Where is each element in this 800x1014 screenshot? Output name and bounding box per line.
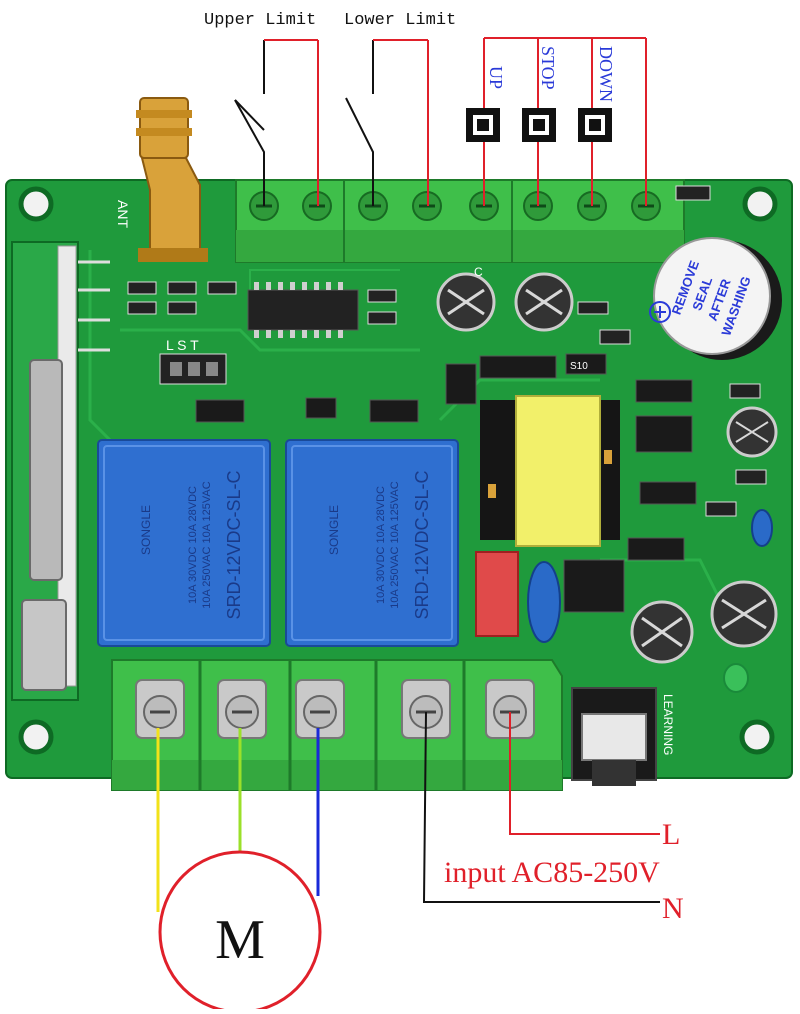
svg-text:UP: UP: [486, 66, 506, 89]
mounting-hole: [742, 186, 778, 222]
down-label: DOWN: [596, 46, 616, 102]
ceramic-capacitor: [527, 561, 561, 643]
diode-label: S10: [570, 361, 588, 372]
relay-1-rating-2: 10A 30VDC 10A 28VDC: [187, 486, 199, 604]
relay-2-rating-1: 10A 250VAC 10A 125VAC: [389, 481, 401, 608]
svg-text:10A 30VDC 10A 28VDC: 10A 30VDC 10A 28VDC: [375, 486, 387, 604]
svg-text:SONGLE: SONGLE: [139, 505, 153, 555]
inductor-component: [723, 663, 749, 693]
capacitor-icon: [710, 580, 778, 648]
antenna-label: ANT: [115, 200, 131, 228]
motor-wiring: [156, 728, 320, 912]
capacitor-icon: [436, 272, 496, 332]
lower-limit-wiring: [345, 39, 429, 206]
svg-text:LEARNING: LEARNING: [661, 694, 675, 755]
svg-text:SONGLE: SONGLE: [327, 505, 341, 555]
relay-icon: [285, 439, 459, 647]
upper-limit-wiring: [234, 39, 319, 206]
transformer-icon: [480, 395, 620, 547]
mounting-hole: [18, 186, 54, 222]
mounting-hole: [739, 719, 775, 755]
push-button-stop-icon: [522, 108, 556, 142]
capacitor-icon: [514, 272, 574, 332]
capacitor-label: C: [474, 265, 483, 279]
svg-text:DOWN: DOWN: [596, 46, 616, 102]
relay-icon: [97, 439, 271, 647]
power-input-wiring: [422, 711, 660, 903]
push-button-up-icon: [466, 108, 500, 142]
ceramic-capacitor: [751, 509, 773, 547]
buzzer-icon: [649, 237, 782, 360]
rf-receiver-module: [11, 241, 110, 701]
relay-1-rating-1: 10A 250VAC 10A 125VAC: [201, 481, 213, 608]
svg-text:SRD-12VDC-SL-C: SRD-12VDC-SL-C: [412, 470, 432, 619]
switch-symbol-icon: [234, 99, 265, 131]
relay-2-text: SRD-12VDC-SL-C: [412, 470, 432, 619]
motor-label: M: [215, 909, 265, 971]
lower-limit-label: Lower Limit: [344, 11, 456, 30]
svg-text:10A 30VDC 10A 28VDC: 10A 30VDC 10A 28VDC: [187, 486, 199, 604]
svg-text:STOP: STOP: [538, 46, 558, 90]
screw-terminal-icon: [295, 679, 345, 739]
bottom-terminal-block: [111, 659, 563, 791]
relay-1-brand: SONGLE: [139, 505, 153, 555]
learning-button-icon: [571, 687, 657, 786]
up-label: UP: [486, 66, 506, 89]
smd-components: [127, 185, 767, 613]
capacitor-icon: [726, 406, 778, 458]
line-l-label: L: [662, 818, 680, 851]
line-n-label: N: [662, 892, 684, 925]
svg-text:10A 250VAC 10A 125VAC: 10A 250VAC 10A 125VAC: [389, 481, 401, 608]
svg-text:10A 250VAC 10A 125VAC: 10A 250VAC 10A 125VAC: [201, 481, 213, 608]
svg-text:SRD-12VDC-SL-C: SRD-12VDC-SL-C: [224, 470, 244, 619]
mounting-hole: [18, 719, 54, 755]
fuse-component: [475, 551, 519, 637]
antenna-connector-icon: [136, 97, 208, 262]
jumper-label: L S T: [166, 337, 199, 353]
relay-1-text: SRD-12VDC-SL-C: [224, 470, 244, 619]
push-button-down-icon: [578, 108, 612, 142]
screw-terminal-icon: [401, 679, 451, 739]
relay-2-brand: SONGLE: [327, 505, 341, 555]
capacitor-icon: [630, 600, 694, 664]
upper-limit-label: Upper Limit: [204, 11, 316, 30]
top-terminal-block: [235, 179, 685, 263]
screw-terminal-icon: [135, 679, 185, 739]
input-voltage-label: input AC85-250V: [444, 856, 660, 889]
relay-2-rating-2: 10A 30VDC 10A 28VDC: [375, 486, 387, 604]
learning-label: LEARNING: [661, 694, 675, 755]
screw-terminal-icon: [217, 679, 267, 739]
stop-label: STOP: [538, 46, 558, 90]
